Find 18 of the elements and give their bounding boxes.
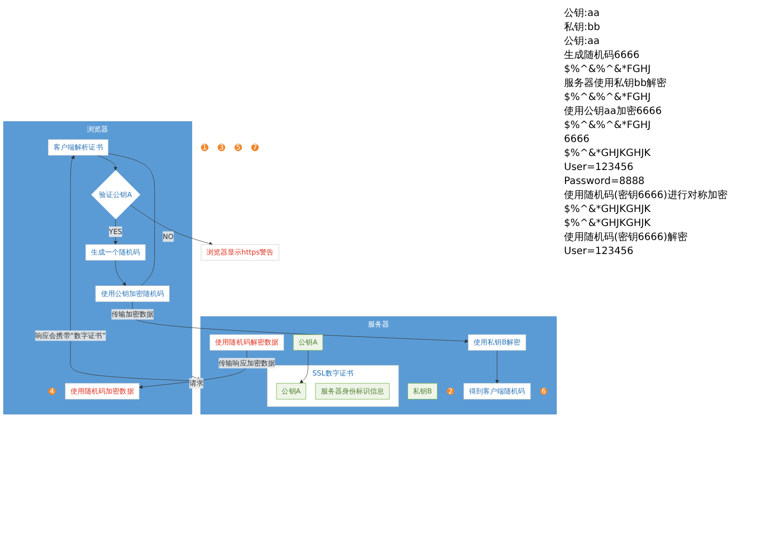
note-text: $%^&%^&*FGHJ (564, 91, 652, 104)
note-text: 公钥:aa (564, 7, 601, 20)
note-text: $%^&*GHJKGHJK (564, 217, 652, 230)
note-text: 服务器使用私钥bb解密 (564, 77, 668, 90)
note-text: User=123456 (564, 245, 634, 258)
note-text: $%^&%^&*FGHJ (564, 63, 652, 76)
note-text: 公钥:aa (564, 35, 601, 48)
note-text: 私钥:bb (564, 21, 602, 34)
note-text: 使用随机码(密钥6666)解密 (564, 231, 688, 244)
note-text: 6666 (564, 133, 590, 146)
note-text: $%^&*GHJKGHJK (564, 147, 652, 160)
note-text: $%^&*GHJKGHJK (564, 203, 652, 216)
note-text: User=123456 (564, 161, 634, 174)
note-text: Password=8888 (564, 175, 646, 188)
note-text: $%^&%^&*FGHJ (564, 119, 652, 132)
note-text: 生成随机码6666 (564, 49, 640, 62)
note-text: 使用公钥aa加密6666 (564, 105, 663, 118)
note-text: 使用随机码(密钥6666)进行对称加密 (564, 189, 728, 202)
